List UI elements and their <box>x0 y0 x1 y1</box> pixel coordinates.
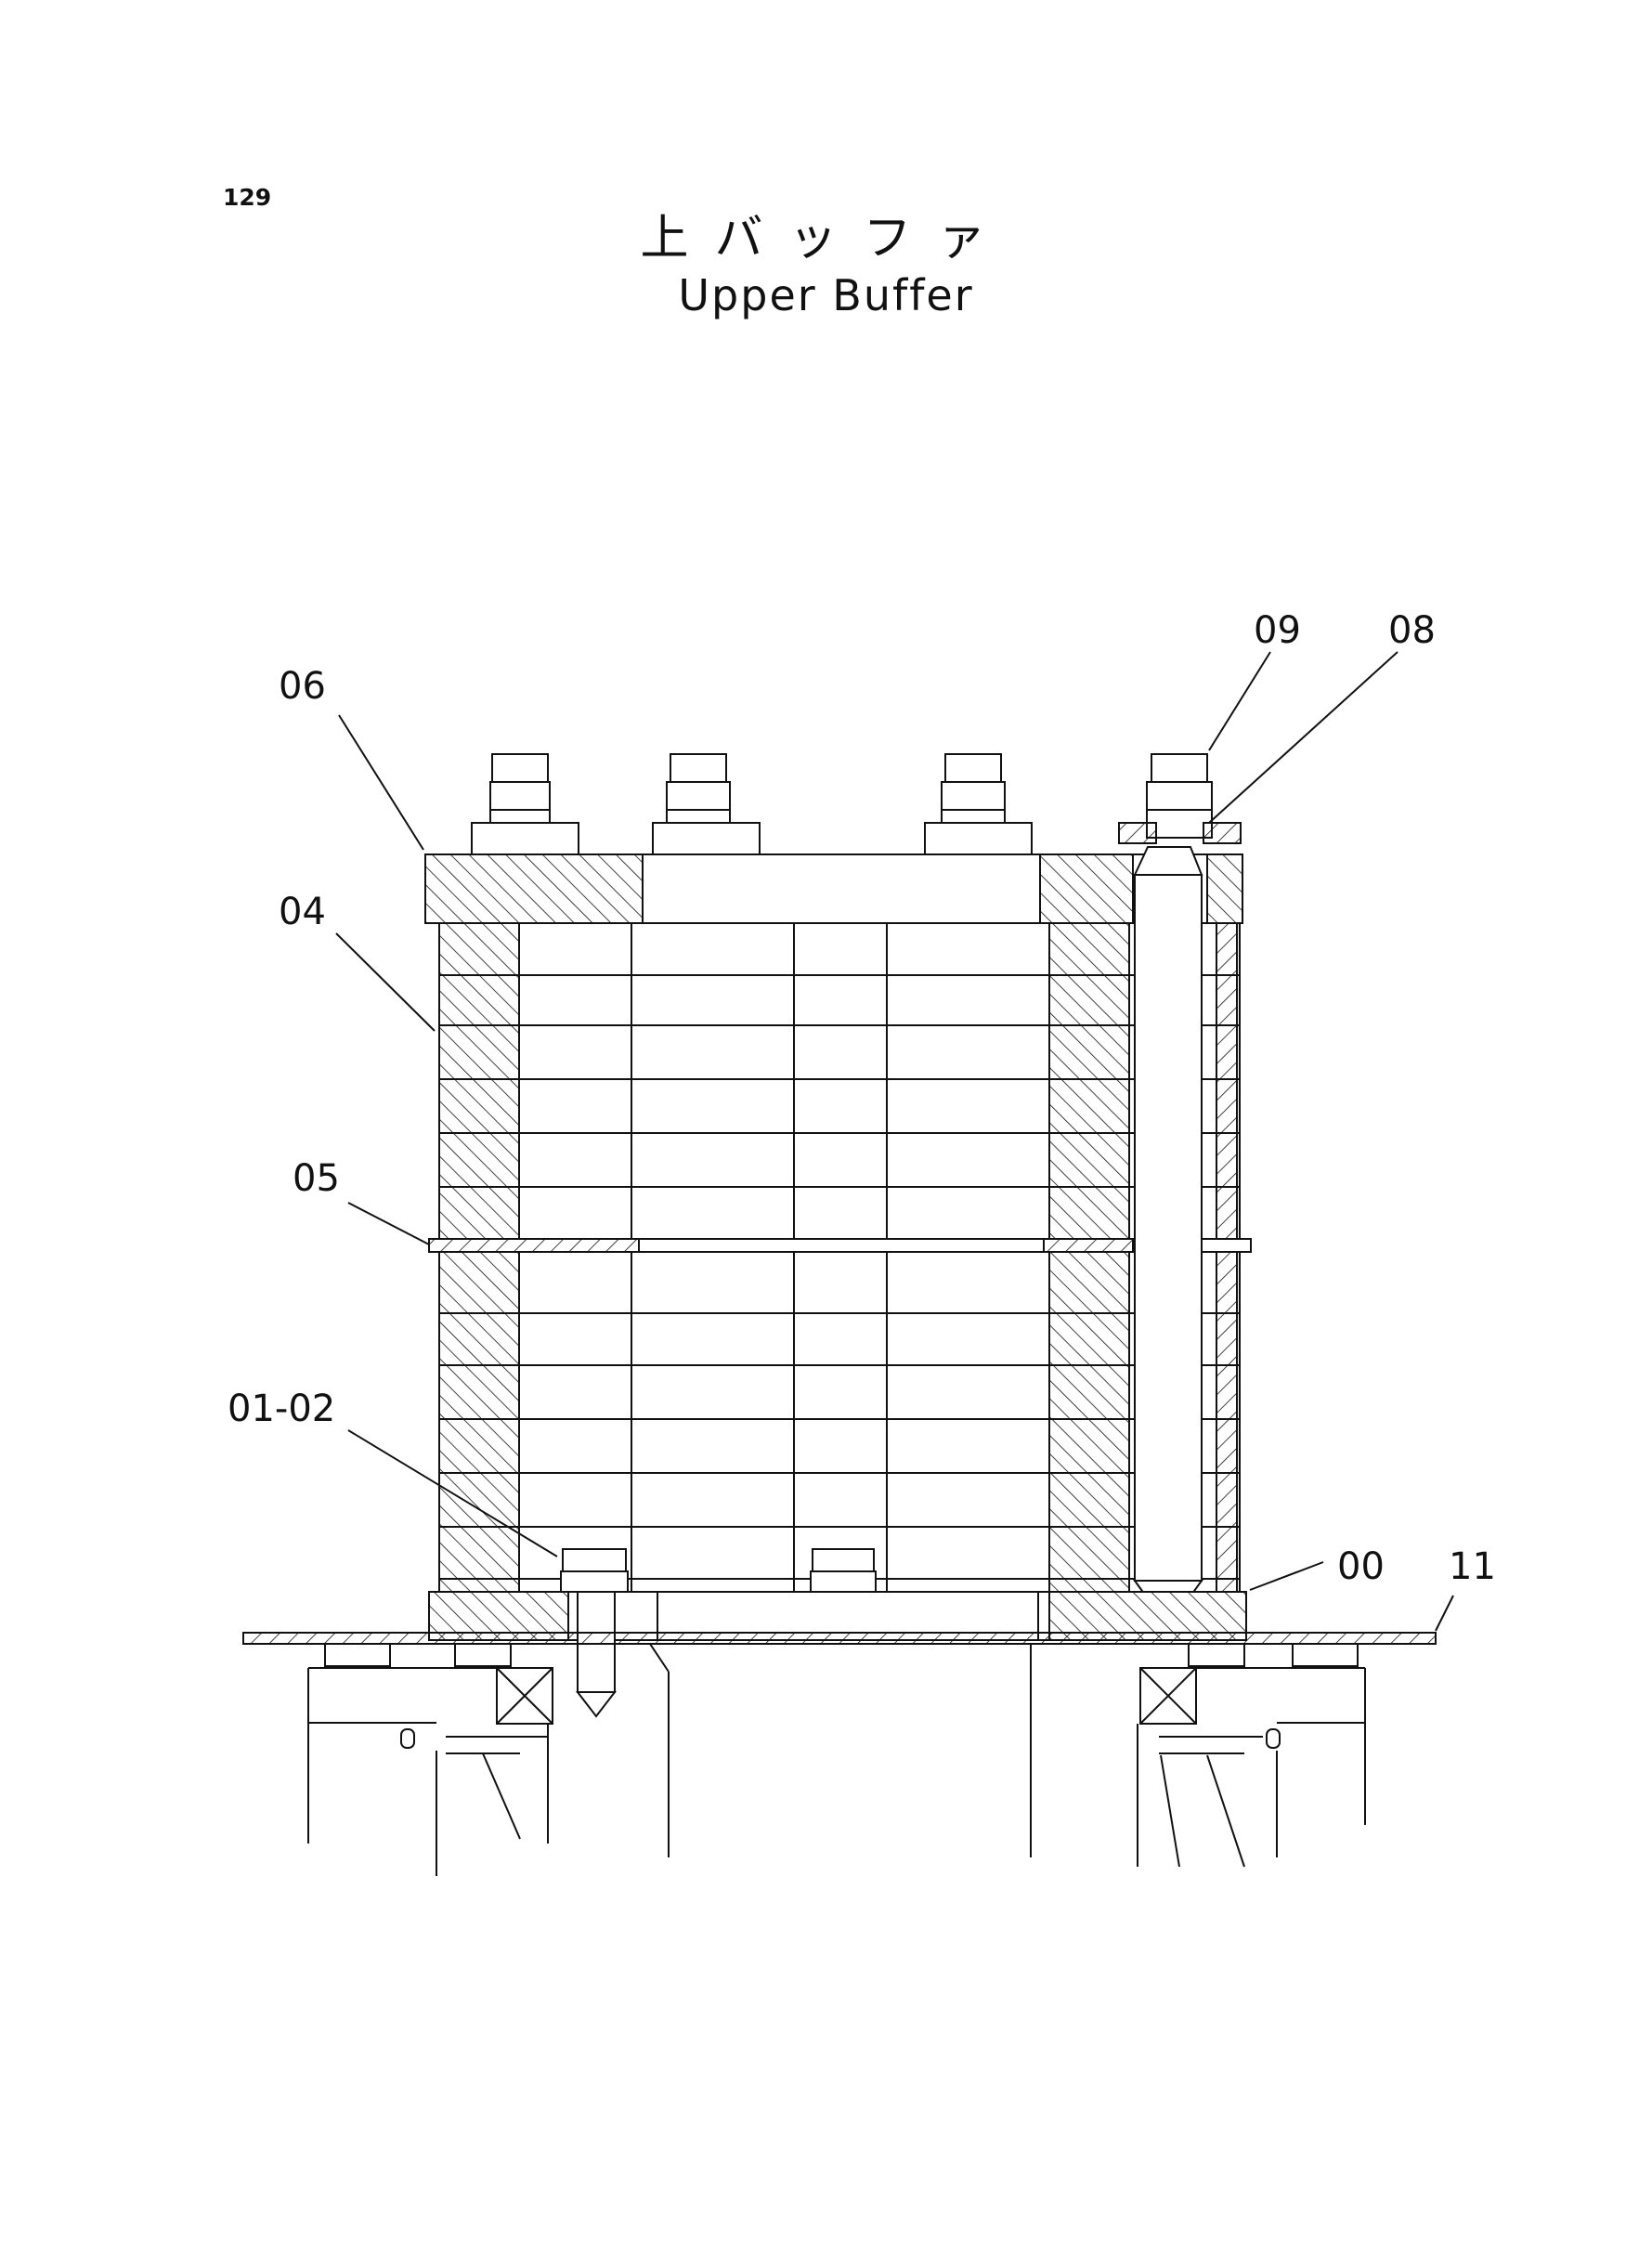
base-plate <box>242 1632 1437 1645</box>
top-plate <box>424 853 1243 924</box>
callout-label-00: 00 <box>1337 1545 1385 1588</box>
callout-label-04: 04 <box>279 891 326 933</box>
title-block: 上バッファ Upper Buffer <box>0 209 1652 322</box>
top-nut-1 <box>471 753 579 855</box>
rubber-stack <box>438 922 1241 1593</box>
title-english: Upper Buffer <box>678 270 974 320</box>
callout-label-06: 06 <box>279 665 326 708</box>
callout-label-08: 08 <box>1388 609 1436 652</box>
page-number: 129 <box>223 184 272 211</box>
callout-label-09: 09 <box>1254 609 1301 652</box>
bottom-bolt-center <box>810 1548 877 1593</box>
top-nut-3 <box>924 753 1033 855</box>
middle-plate <box>428 1238 1252 1253</box>
guide-rod <box>1133 846 1203 1629</box>
buffer-assembly <box>242 753 1437 1876</box>
top-nut-4 <box>1118 753 1242 844</box>
top-nut-2 <box>652 753 761 855</box>
title-japanese: 上バッファ <box>640 211 1012 267</box>
lower-frame <box>307 1643 1366 1876</box>
callout-label-05: 05 <box>293 1157 340 1200</box>
callout-label-11: 11 <box>1449 1545 1496 1588</box>
callout-label-01-02: 01-02 <box>228 1388 335 1430</box>
leader-lines <box>335 651 1454 1632</box>
